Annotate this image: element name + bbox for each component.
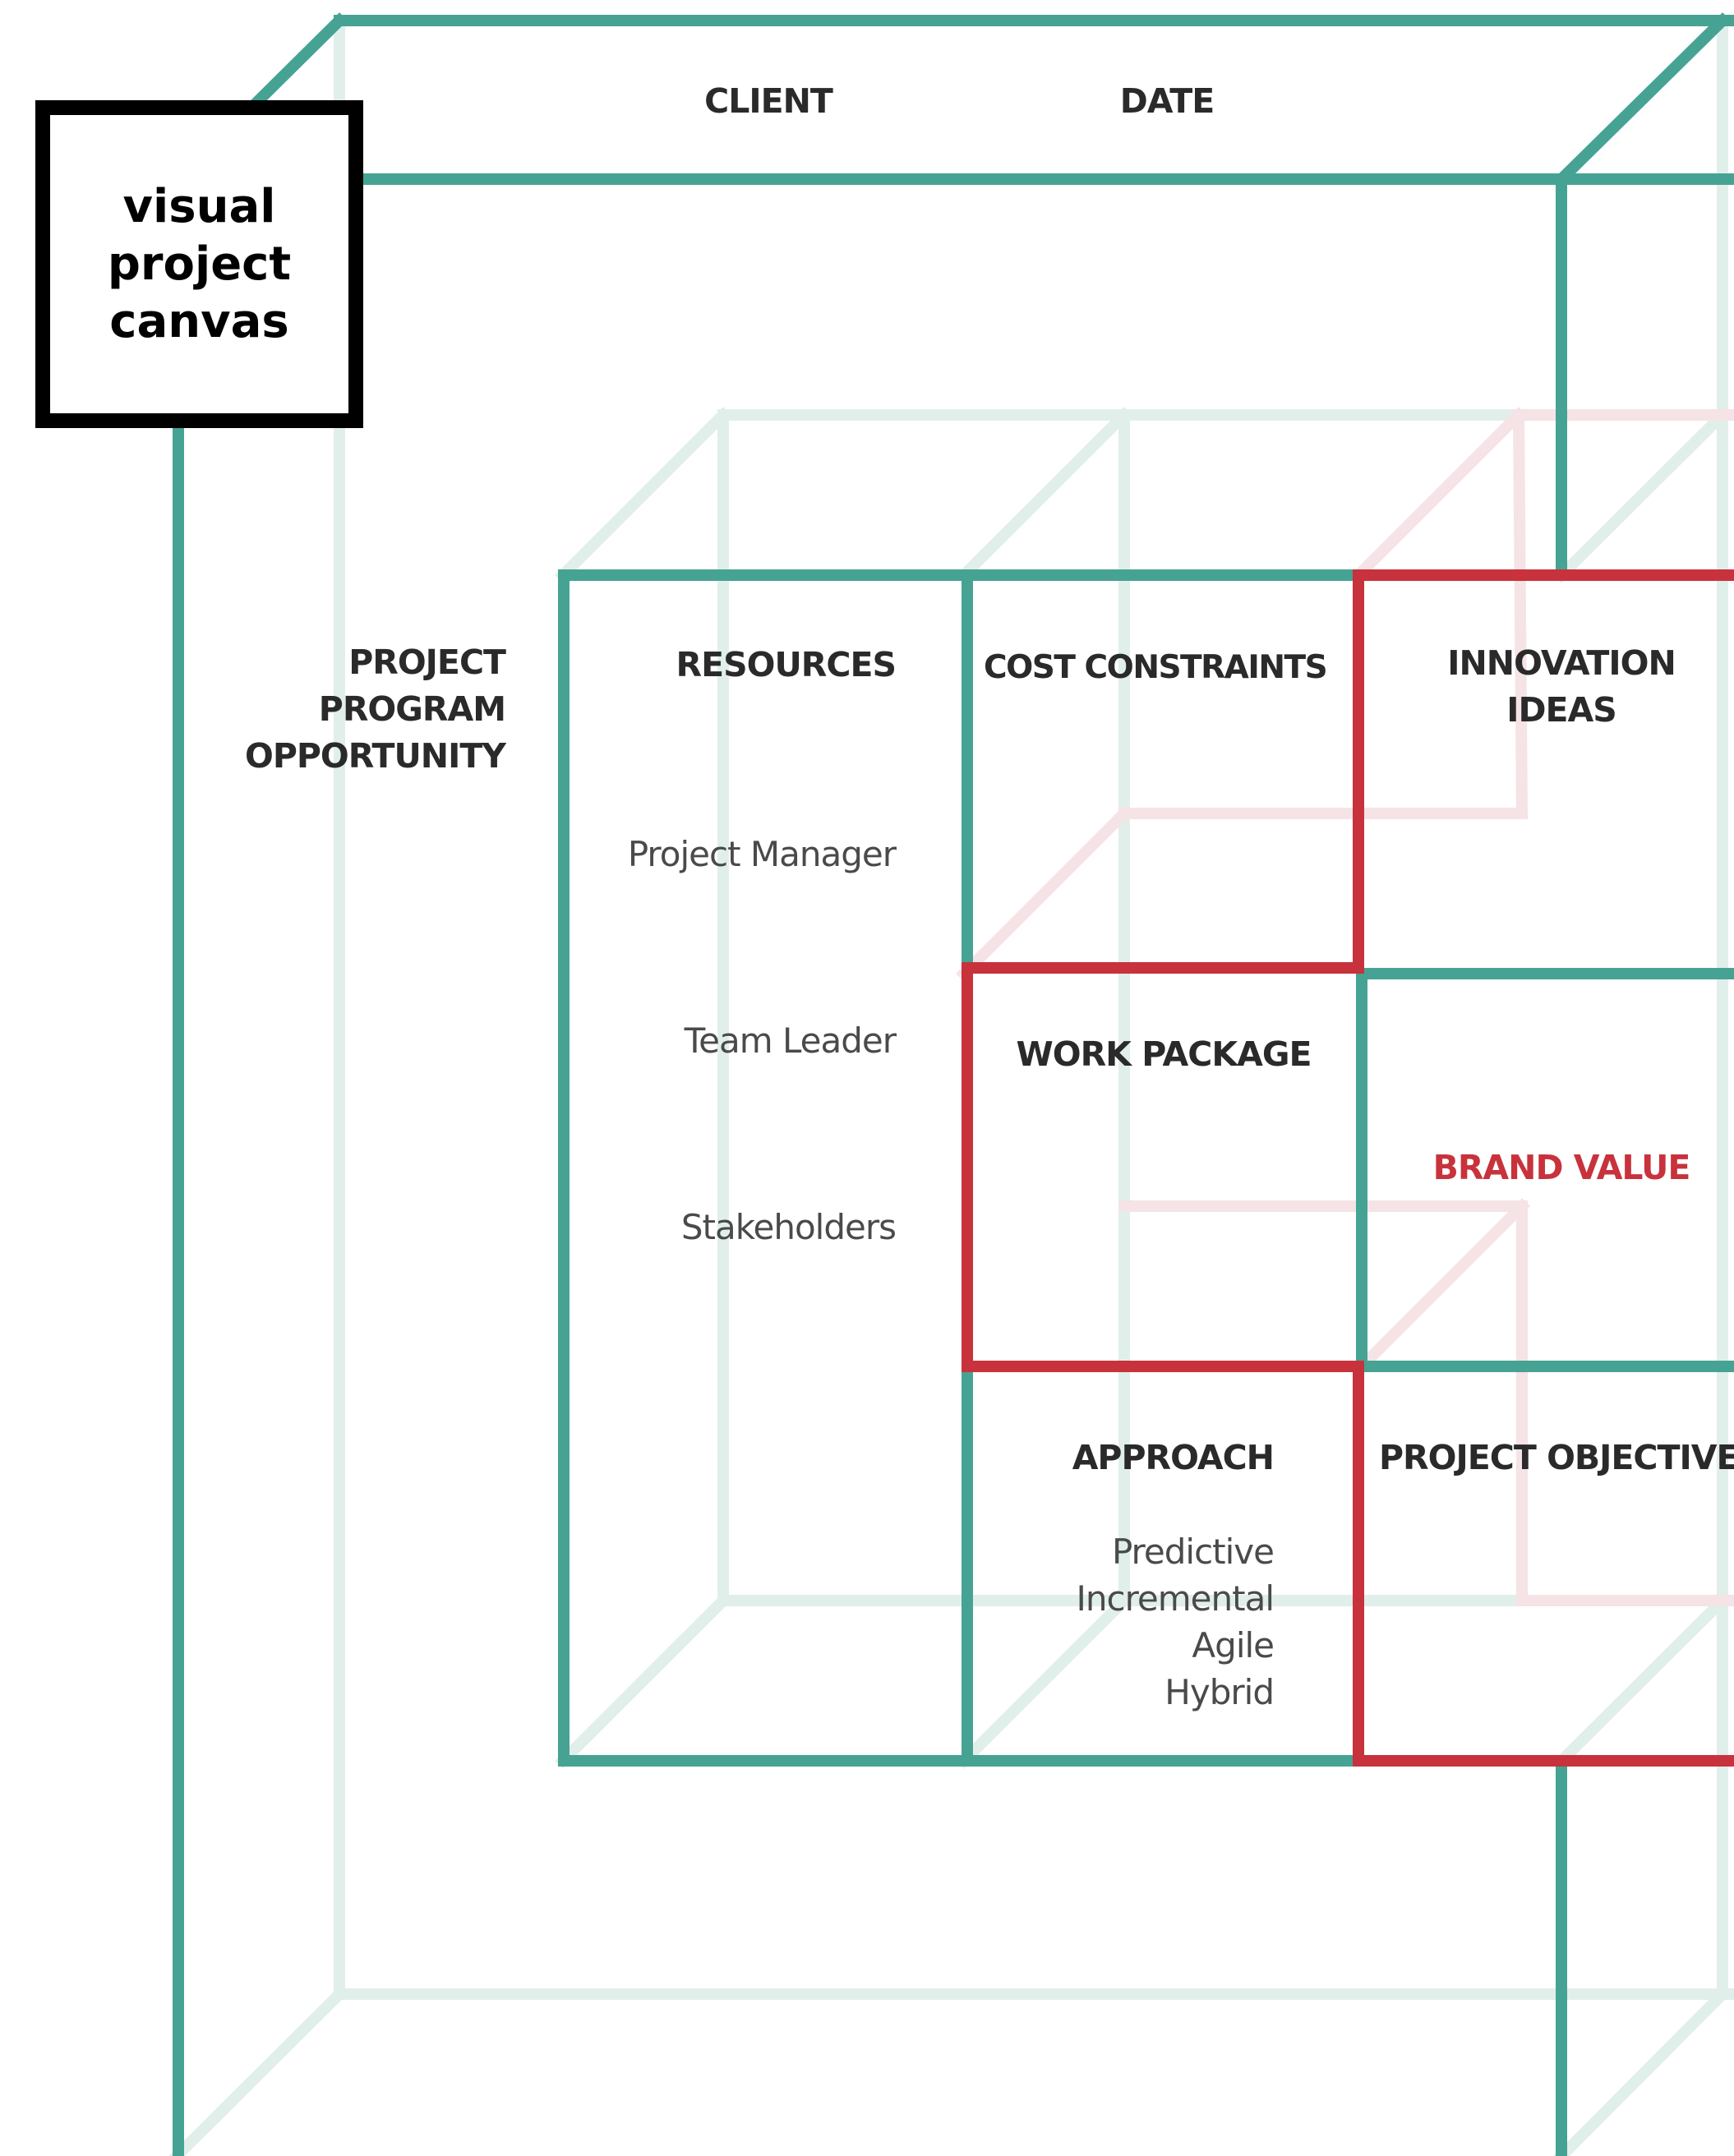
approach-title: APPROACH [1072,1438,1275,1477]
date-label: DATE [1119,81,1215,121]
highlight-red-lines [962,569,1734,1767]
approach-item-agile: Agile [1192,1625,1275,1665]
innovation-heading: INNOVATION IDEAS [1381,640,1734,734]
back-layer-pink-lines [956,407,1734,1606]
back-layer-teal-lines [168,15,1734,2156]
resource-item-stakeholders: Stakeholders [680,1207,897,1247]
resource-item-team-leader: Team Leader [684,1020,897,1061]
opportunity-line-2: PROGRAM [318,689,506,729]
client-label: CLIENT [704,81,833,121]
project-objective-title: PROJECT OBJECTIVE [1379,1438,1734,1477]
front-layer-teal-lines [173,12,1734,2156]
work-package-title: WORK PACKAGE [1016,1034,1312,1074]
logo-box: visual project canvas [35,100,363,428]
approach-item-predictive: Predictive [1111,1532,1275,1572]
brand-value-title: BRAND VALUE [1432,1148,1691,1187]
cost-constraints-title: COST CONSTRAINTS [984,649,1328,686]
resource-item-project-manager: Project Manager [627,834,897,874]
innovation-line-1: INNOVATION [1447,643,1676,683]
approach-item-hybrid: Hybrid [1164,1672,1275,1712]
innovation-line-2: IDEAS [1506,690,1617,730]
logo-line-1: visual [122,179,276,233]
logo-line-2: project [107,237,292,291]
opportunity-line-1: PROJECT [348,643,506,682]
resources-title: RESOURCES [676,645,897,684]
opportunity-heading: PROJECT PROGRAM OPPORTUNITY [189,639,506,780]
logo-line-3: canvas [109,294,289,348]
approach-item-incremental: Incremental [1076,1578,1275,1619]
opportunity-line-3: OPPORTUNITY [244,736,506,776]
